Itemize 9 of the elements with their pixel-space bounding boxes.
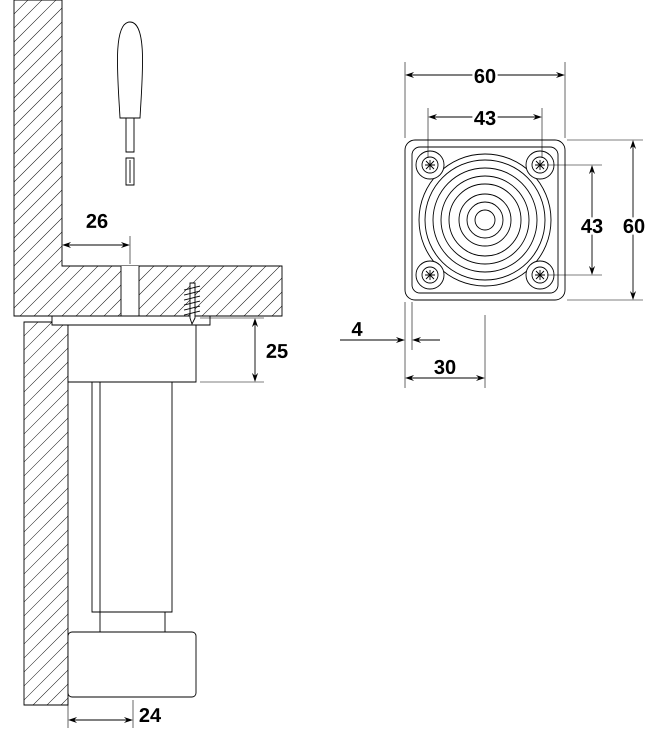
dimension-label: 60 — [472, 67, 498, 85]
dimension-label: 43 — [579, 217, 605, 235]
dimension-label: 25 — [264, 342, 290, 360]
dimension-label: 60 — [621, 217, 647, 235]
dimension-label: 24 — [137, 706, 163, 724]
dimension-label: 43 — [472, 109, 498, 127]
dimension-label: 30 — [432, 358, 458, 376]
dimension-label: 4 — [350, 320, 364, 338]
dimension-label: 26 — [84, 212, 110, 230]
